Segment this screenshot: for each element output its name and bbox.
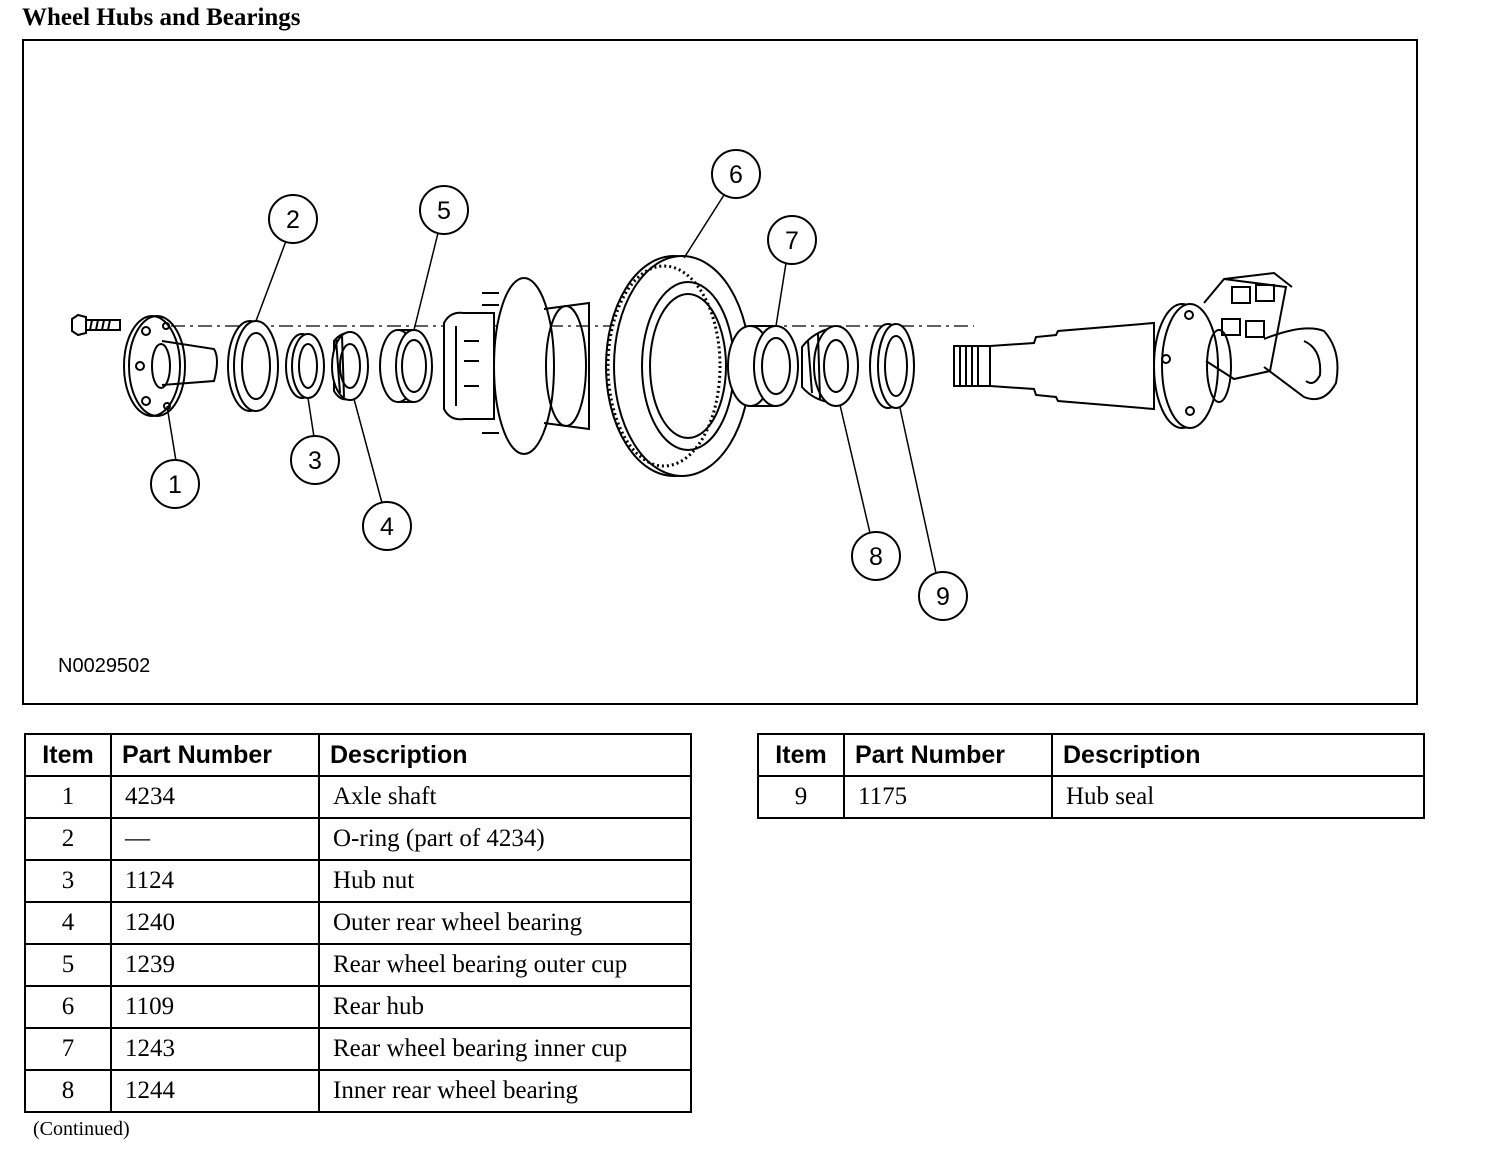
outer-cup-part	[379, 329, 433, 403]
cell-description: O-ring (part of 4234)	[318, 817, 692, 861]
o-ring-part	[227, 320, 279, 412]
figure-id: N0029502	[58, 655, 151, 677]
cell-item: 1	[24, 775, 112, 819]
callout-4: 4	[362, 501, 412, 551]
callout-1: 1	[150, 459, 200, 509]
leader-lines	[166, 194, 937, 574]
header-description: Description	[318, 733, 692, 777]
continued-note: (Continued)	[33, 1118, 130, 1140]
table-header-row: Item Part Number Description	[757, 733, 1425, 777]
svg-text:6: 6	[729, 161, 743, 189]
cell-item: 2	[24, 817, 112, 861]
cell-part-number: 4234	[110, 775, 320, 819]
cell-part-number: 1239	[110, 943, 320, 987]
callout-3: 3	[290, 435, 340, 485]
svg-text:1: 1	[168, 471, 182, 499]
cell-description: Rear hub	[318, 985, 692, 1029]
header-part-number: Part Number	[110, 733, 320, 777]
exploded-view-drawing: 1 2 3 4 5 6 7 8 9	[71, 149, 1339, 621]
cell-item: 9	[757, 775, 845, 819]
cell-part-number: 1243	[110, 1027, 320, 1071]
cell-part-number: 1240	[110, 901, 320, 945]
header-part-number: Part Number	[843, 733, 1053, 777]
svg-text:8: 8	[869, 543, 883, 571]
cell-item: 6	[24, 985, 112, 1029]
header-item: Item	[24, 733, 112, 777]
axle-shaft-part	[123, 315, 218, 417]
callout-7: 7	[767, 215, 817, 265]
cell-part-number: 1244	[110, 1069, 320, 1113]
cell-item: 7	[24, 1027, 112, 1071]
svg-text:2: 2	[286, 206, 300, 234]
svg-text:4: 4	[380, 513, 394, 541]
cell-item: 5	[24, 943, 112, 987]
outer-bearing-part	[331, 331, 369, 401]
inner-cup-part	[727, 325, 799, 407]
rear-hub-part	[443, 255, 751, 477]
hub-seal-part	[869, 323, 915, 409]
header-item: Item	[757, 733, 845, 777]
bolt-part	[71, 313, 121, 337]
callouts: 1 2 3 4 5 6 7 8 9	[150, 149, 968, 621]
svg-text:5: 5	[437, 197, 451, 225]
cell-description: Rear wheel bearing outer cup	[318, 943, 692, 987]
cell-description: Inner rear wheel bearing	[318, 1069, 692, 1113]
cell-item: 8	[24, 1069, 112, 1113]
cell-item: 3	[24, 859, 112, 903]
table-header-row: Item Part Number Description	[24, 733, 692, 777]
cell-description: Hub seal	[1051, 775, 1425, 819]
table-row: 2—O-ring (part of 4234)	[24, 817, 692, 861]
svg-text:7: 7	[785, 227, 799, 255]
callout-2: 2	[268, 194, 318, 244]
callout-9: 9	[918, 571, 968, 621]
hub-nut-part	[285, 333, 325, 399]
cell-item: 4	[24, 901, 112, 945]
cell-description: Outer rear wheel bearing	[318, 901, 692, 945]
cell-description: Axle shaft	[318, 775, 692, 819]
cell-part-number: 1175	[843, 775, 1053, 819]
callout-5: 5	[419, 185, 469, 235]
cell-description: Hub nut	[318, 859, 692, 903]
svg-text:3: 3	[308, 447, 322, 475]
cell-part-number: 1109	[110, 985, 320, 1029]
spindle-housing	[953, 271, 1339, 429]
callout-6: 6	[711, 149, 761, 199]
cell-description: Rear wheel bearing inner cup	[318, 1027, 692, 1071]
svg-text:9: 9	[936, 583, 950, 611]
callout-8: 8	[851, 531, 901, 581]
page-title: Wheel Hubs and Bearings	[22, 4, 301, 31]
cell-part-number: 1124	[110, 859, 320, 903]
inner-bearing-part	[801, 325, 859, 407]
header-description: Description	[1051, 733, 1425, 777]
exploded-diagram: 1 2 3 4 5 6 7 8 9 N0029502	[22, 39, 1418, 705]
cell-part-number: —	[110, 817, 320, 861]
